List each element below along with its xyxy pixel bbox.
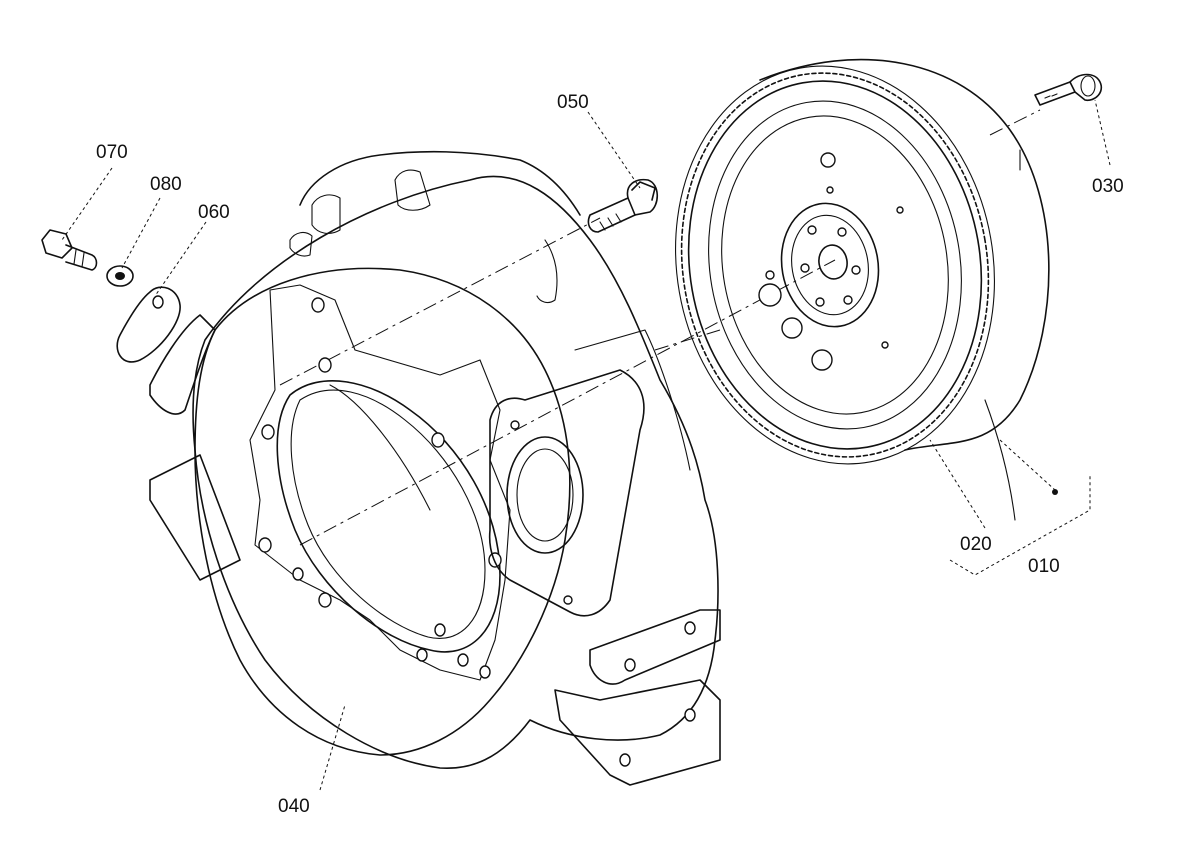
bolt-housing[interactable] <box>587 178 659 233</box>
label-080: 080 <box>150 174 182 195</box>
flywheel-hub-holes <box>800 225 861 307</box>
label-040: 040 <box>278 796 310 817</box>
label-060: 060 <box>198 202 230 223</box>
housing-bolt-holes <box>258 297 502 679</box>
label-070: 070 <box>96 142 128 163</box>
label-050: 050 <box>557 92 589 113</box>
leader-lines <box>61 99 1111 791</box>
label-030: 030 <box>1092 176 1124 197</box>
cover-plate[interactable] <box>116 286 181 363</box>
label-010: 010 <box>1028 556 1060 577</box>
part-labels: 070 080 060 050 030 020 010 040 <box>96 92 1124 817</box>
bolt-flywheel[interactable] <box>1034 73 1103 106</box>
bolt-small[interactable] <box>41 229 98 271</box>
flywheel-housing[interactable] <box>149 150 721 786</box>
center-axes <box>279 109 1041 546</box>
ring-gear[interactable] <box>645 41 1026 490</box>
flywheel-assembly[interactable] <box>660 58 1050 521</box>
label-020: 020 <box>960 534 992 555</box>
washer[interactable] <box>106 265 134 287</box>
